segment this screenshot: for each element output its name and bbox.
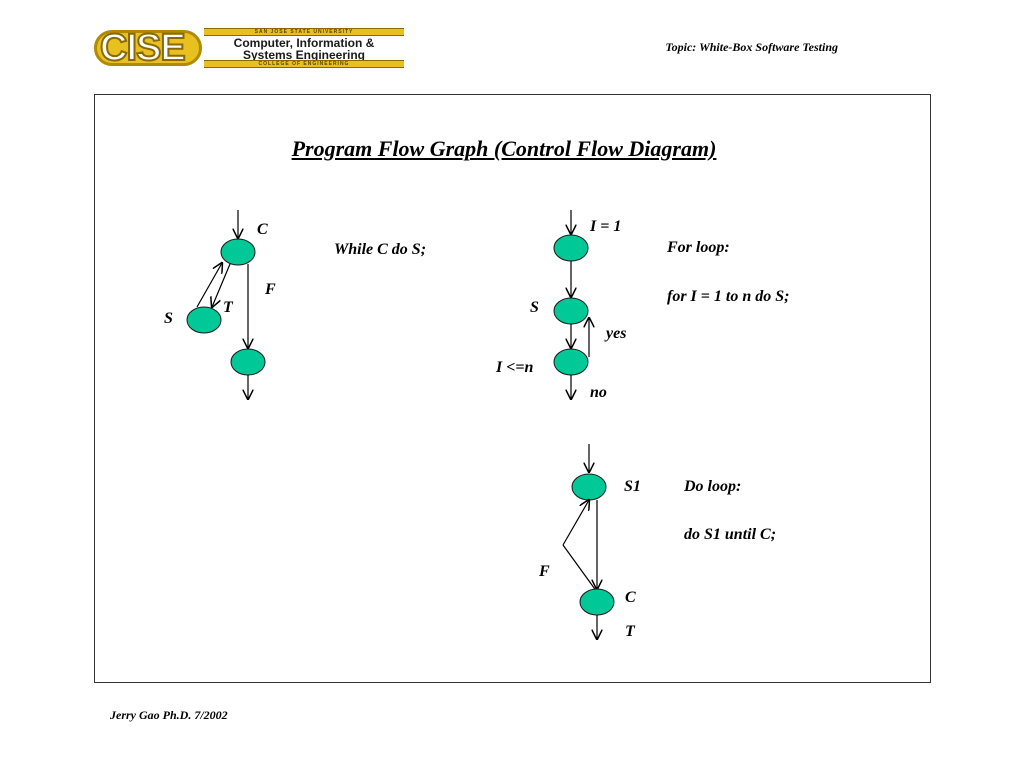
logo-name-line2: Systems Engineering [242,48,366,62]
do-heading: Do loop: [684,478,742,495]
for-node-cond [553,348,589,376]
while-loop-graph [186,210,266,399]
for-label-no: no [590,384,607,401]
for-node-init [553,234,589,262]
while-true-edge [212,263,231,307]
logo-badge [94,30,202,66]
topic-heading: Topic: White-Box Software Testing [665,40,838,54]
for-node-s [553,297,589,325]
do-loop-graph [562,444,615,639]
for-label-yes: yes [606,325,627,342]
do-node-s1 [571,473,607,501]
for-label-s: S [530,299,539,316]
while-node-s [186,306,222,334]
logo-department-name: Computer, Information & Systems Engineer… [204,37,404,61]
logo-letters: CISE [99,26,187,70]
while-node-exit [230,348,266,376]
while-label-f: F [265,281,276,298]
logo-name-line1: Computer, Information & [233,36,375,50]
for-description: for I = 1 to n do S; [667,288,790,305]
do-back-edge-down [562,500,589,546]
while-label-s: S [164,310,173,327]
do-node-c [579,588,615,616]
while-label-c: C [257,221,268,238]
do-label-c: C [625,589,636,606]
footer-author: Jerry Gao Ph.D. 7/2002 [110,708,228,722]
do-label-t: T [625,623,635,640]
for-label-cond: I <=n [496,359,534,376]
while-description: While C do S; [334,241,427,258]
do-back-edge-up [562,544,598,593]
while-label-t: T [223,299,233,316]
while-node-c [220,238,256,266]
for-loop-graph [553,210,589,399]
logo-bottom-band: COLLEGE OF ENGINEERING [204,60,404,68]
slide-title: Program Flow Graph (Control Flow Diagram… [291,136,717,161]
do-label-s1: S1 [624,478,641,495]
slide-frame [94,94,931,683]
logo-top-band: SAN JOSE STATE UNIVERSITY [204,28,404,36]
for-heading: For loop: [667,239,730,256]
for-label-init: I = 1 [590,218,622,235]
while-back-edge [196,263,222,308]
do-description: do S1 until C; [684,526,777,543]
do-label-f: F [539,563,550,580]
